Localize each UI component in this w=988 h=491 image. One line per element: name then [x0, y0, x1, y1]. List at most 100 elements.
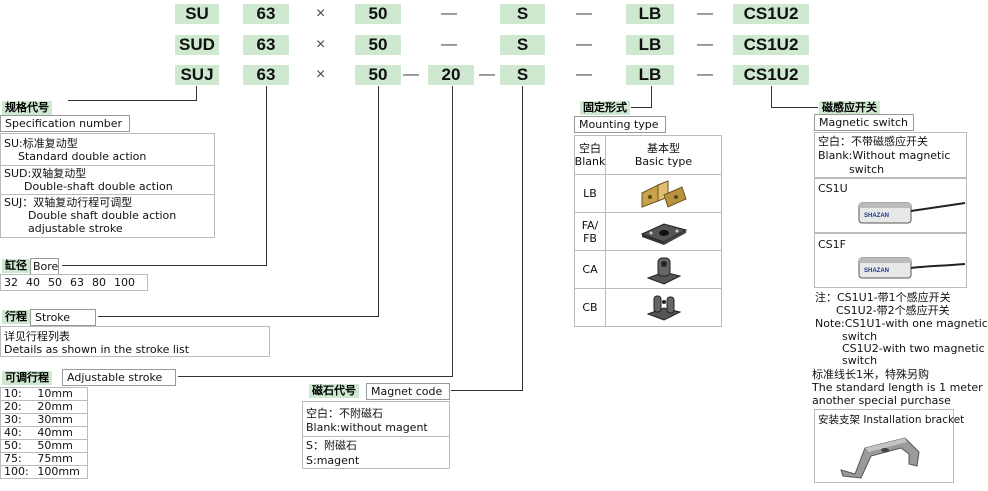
switch-blank-en2: switch — [849, 163, 885, 176]
code-bore: 63 — [243, 35, 289, 55]
code-stroke: 50 — [355, 35, 401, 55]
mounting-head-code: 空白 Blank — [575, 136, 606, 175]
mounting-tag: 固定形式 — [580, 101, 630, 115]
bracket-label: 安装支架 Installation bracket — [818, 414, 965, 426]
code-dash: — — [697, 66, 713, 83]
note-line: CS1U2-带2个感应开关 — [836, 304, 950, 317]
code-mount: LB — [626, 65, 674, 85]
switch-blank-box: 空白：不带磁感应开关 Blank:Without magnetic switch — [814, 132, 967, 178]
bore-value: 100 — [114, 276, 135, 289]
code-dash: — — [576, 5, 592, 22]
code-magnet: S — [500, 35, 545, 55]
note-line: CS1U2-with two magnetic — [842, 342, 985, 355]
table-row: 30:30mm — [0, 413, 88, 427]
code-dash: — — [441, 36, 457, 53]
spec-su-cn: SU:标准复动型 — [4, 137, 78, 150]
table-row: 50:50mm — [0, 439, 88, 453]
mounting-image-lb — [606, 175, 722, 213]
code-magnet: S — [500, 65, 545, 85]
code-times: × — [316, 36, 326, 53]
note-line: another special purchase — [812, 394, 951, 407]
bore-label: Bore — [30, 258, 59, 275]
magnet-blank-cn: 空白：不附磁石 — [306, 407, 383, 420]
magnet-s-en: S:magent — [306, 454, 360, 467]
mounting-image-cb — [606, 289, 722, 327]
magnet-s-cn: S：附磁石 — [306, 439, 357, 452]
adjustable-label: Adjustable stroke — [62, 369, 176, 386]
spec-su-en: Standard double action — [18, 150, 147, 163]
switch-cs1f-label: CS1F — [818, 238, 846, 251]
mounting-code-lb: LB — [575, 175, 606, 213]
mounting-label: Mounting type — [574, 116, 666, 133]
cs1f-sensor-icon: SHAZAN — [858, 257, 966, 279]
stroke-tag: 行程 — [2, 310, 30, 324]
code-dash: — — [479, 66, 495, 83]
spec-sud-cn: SUD:双轴复动型 — [4, 167, 87, 180]
code-dash: — — [576, 66, 592, 83]
clevis-cb-icon — [646, 295, 681, 321]
code-series: SUJ — [175, 65, 219, 85]
mounting-image-fa-fb — [606, 213, 722, 251]
mounting-table: 空白 Blank 基本型 Basic type LB FA/ FB — [574, 135, 722, 327]
stroke-cn: 详见行程列表 — [4, 330, 70, 343]
svg-text:SHAZAN: SHAZAN — [864, 213, 889, 219]
flange-plate-icon — [640, 222, 687, 245]
note-line: 注：CS1U1-带1个感应开关 — [815, 291, 951, 304]
clevis-ca-icon — [646, 257, 681, 285]
code-switch: CS1U2 — [733, 65, 809, 85]
note-line: 标准线长1米，特殊另购 — [812, 368, 929, 381]
lb-bracket-icon — [641, 179, 687, 208]
table-row: 10:10mm — [0, 387, 88, 401]
code-bore: 63 — [243, 4, 289, 24]
switch-tag: 磁感应开关 — [819, 101, 880, 115]
code-magnet: S — [500, 4, 545, 24]
switch-blank-en: Blank:Without magnetic — [818, 149, 951, 162]
mounting-code-ca: CA — [575, 251, 606, 289]
switch-cs1f-box: CS1F SHAZAN — [814, 233, 967, 288]
code-stroke: 50 — [355, 4, 401, 24]
bore-value: 50 — [48, 276, 62, 289]
switch-blank-cn: 空白：不带磁感应开关 — [818, 135, 928, 148]
code-stroke: 50 — [355, 65, 401, 85]
spec-tag: 规格代号 — [2, 101, 52, 115]
code-dash: — — [697, 5, 713, 22]
adjustable-tag: 可调行程 — [2, 371, 52, 385]
stroke-en: Details as shown in the stroke list — [4, 343, 190, 356]
adjustable-table: 10:10mm 20:20mm 30:30mm 40:40mm 50:50mm … — [0, 387, 88, 479]
note-line: switch — [842, 354, 878, 367]
bore-value: 63 — [70, 276, 84, 289]
spec-suj-cn: SUJ：双轴复动行程可调型 — [4, 196, 133, 209]
switch-cs1u-label: CS1U — [818, 182, 848, 195]
spec-suj-en: Double shaft double action — [28, 209, 177, 222]
code-series: SU — [175, 4, 219, 24]
code-times: × — [316, 5, 326, 22]
note-line: The standard length is 1 meter — [812, 381, 983, 394]
installation-bracket-icon — [840, 437, 920, 479]
code-bore: 63 — [243, 65, 289, 85]
mounting-code-fa-fb: FA/ FB — [575, 213, 606, 251]
svg-text:SHAZAN: SHAZAN — [864, 268, 889, 274]
bore-value: 80 — [92, 276, 106, 289]
stroke-box: 详见行程列表 Details as shown in the stroke li… — [0, 326, 270, 357]
spec-label: Specification number — [0, 115, 130, 132]
table-row: 75:75mm — [0, 452, 88, 466]
magnet-box: 空白：不附磁石 Blank:without magent S：附磁石 S:mag… — [302, 401, 450, 469]
table-row: 100:100mm — [0, 465, 88, 479]
mounting-head-desc: 基本型 Basic type — [606, 136, 722, 175]
code-dash: — — [576, 36, 592, 53]
bore-tag: 缸径 — [2, 259, 30, 273]
magnet-blank-en: Blank:without magent — [306, 421, 428, 434]
code-dash: — — [697, 36, 713, 53]
code-switch: CS1U2 — [733, 35, 809, 55]
code-switch: CS1U2 — [733, 4, 809, 24]
code-mount: LB — [626, 35, 674, 55]
bore-values: 32 40 50 63 80 100 — [0, 274, 148, 291]
bore-value: 32 — [4, 276, 18, 289]
magnet-label: Magnet code — [366, 383, 450, 400]
mounting-image-ca — [606, 251, 722, 289]
bracket-box: 安装支架 Installation bracket — [814, 409, 964, 483]
code-times: × — [316, 66, 326, 83]
spec-sud-en: Double-shaft double action — [24, 180, 173, 193]
code-adjust: 20 — [428, 65, 474, 85]
code-dash: — — [403, 66, 419, 83]
